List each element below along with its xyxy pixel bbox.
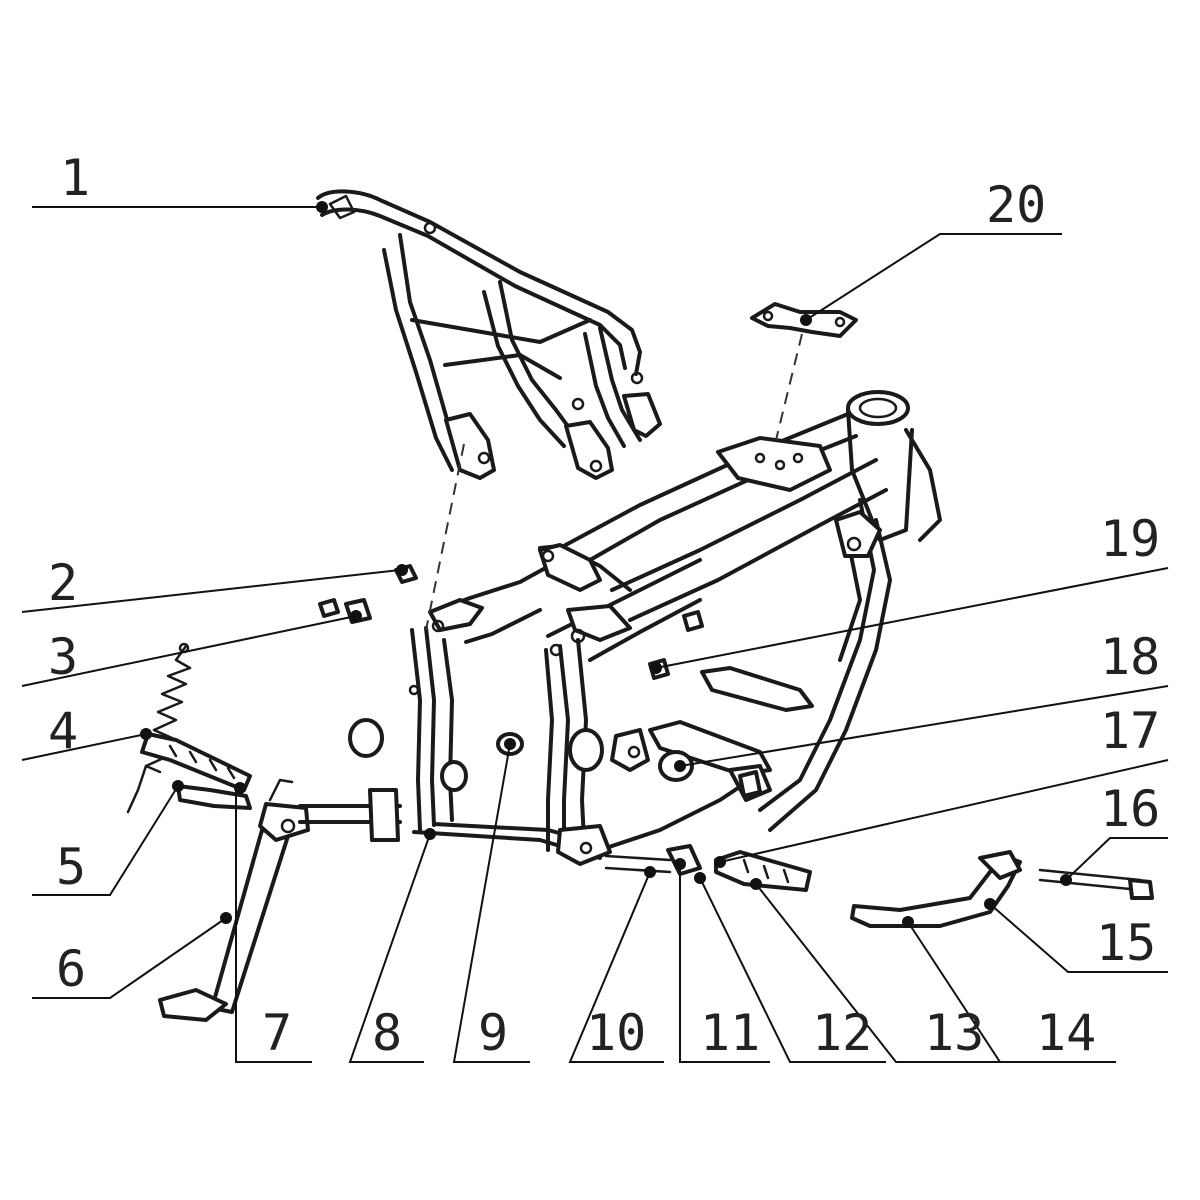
- callout-12: 12: [812, 1004, 872, 1062]
- callout-19: 19: [1100, 510, 1160, 568]
- callout-14: 14: [1036, 1004, 1096, 1062]
- callout-9: 9: [478, 1004, 508, 1062]
- callout-16: 16: [1100, 780, 1160, 838]
- callout-leaders: [21, 201, 1169, 1063]
- callout-3: 3: [48, 628, 78, 686]
- callout-6: 6: [56, 940, 86, 998]
- assembly-lines: [425, 333, 803, 631]
- main-frame: [408, 390, 942, 866]
- callout-4: 4: [48, 702, 78, 760]
- callout-8: 8: [372, 1004, 402, 1062]
- side-stand: [158, 778, 402, 1022]
- callout-5: 5: [56, 838, 86, 896]
- rear-rack: [316, 189, 662, 480]
- callout-11: 11: [700, 1004, 760, 1062]
- callout-17: 17: [1100, 702, 1160, 760]
- callout-labels: 1 2 3 4 5 6 7 8 9 10 11 12 13 14 15 16 1…: [48, 149, 1160, 1062]
- right-footrest-bracket: [714, 850, 1154, 928]
- callout-13: 13: [924, 1004, 984, 1062]
- callout-2: 2: [48, 554, 78, 612]
- callout-20: 20: [986, 176, 1046, 234]
- callout-7: 7: [262, 1004, 292, 1062]
- callout-18: 18: [1100, 628, 1160, 686]
- left-footrest: [140, 732, 252, 810]
- callout-1: 1: [60, 149, 90, 207]
- callout-10: 10: [586, 1004, 646, 1062]
- callout-15: 15: [1096, 914, 1156, 972]
